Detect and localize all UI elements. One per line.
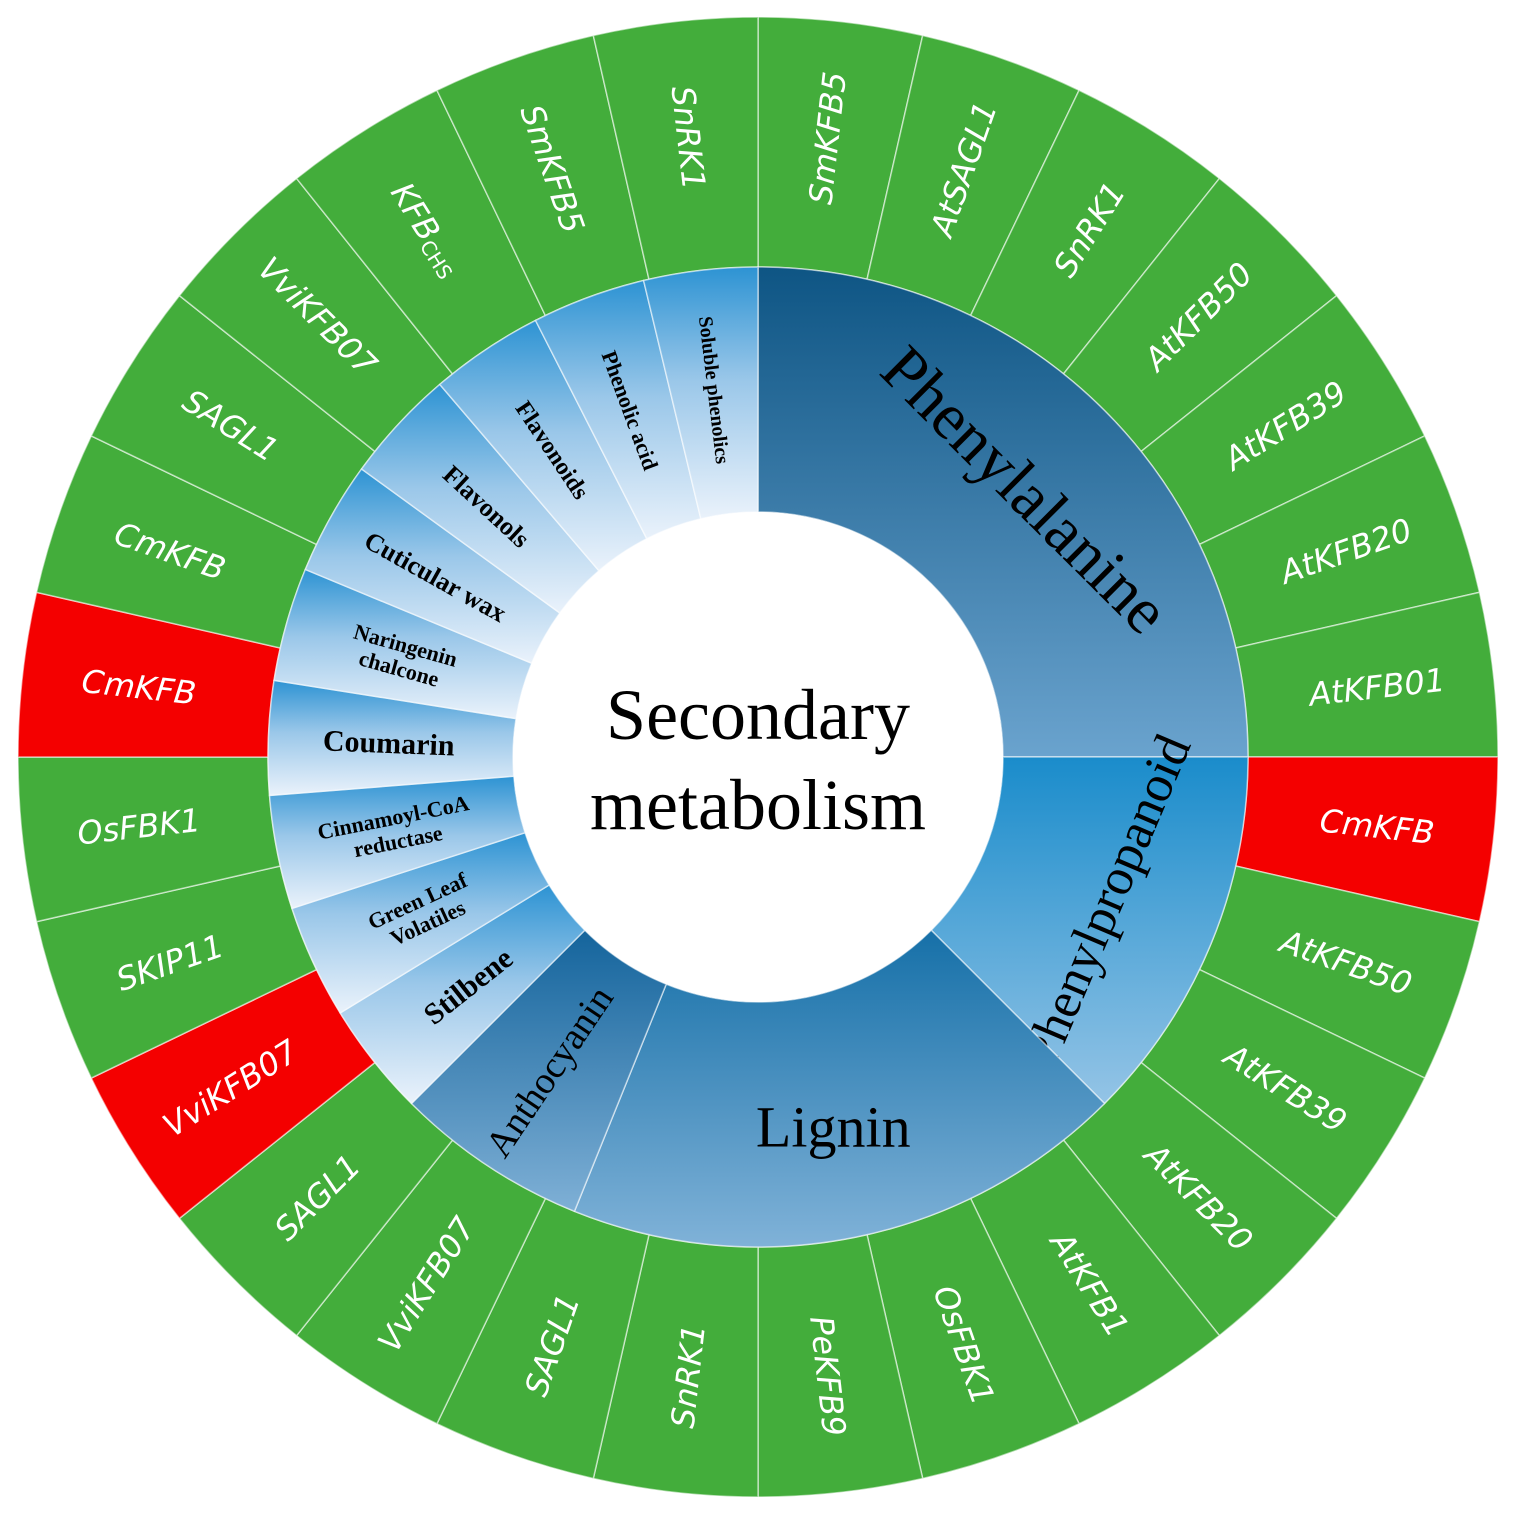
center: Secondary metabolism [513, 512, 1003, 1002]
center-title-line1: Secondary [606, 675, 910, 755]
sub-category-sector [642, 266, 759, 520]
center-title-line2: metabolism [590, 765, 926, 845]
center-disc [513, 512, 1003, 1002]
major-category-label: Lignin [756, 1094, 911, 1159]
sub-category-line: Coumarin [322, 724, 455, 762]
category-ring: PhenylalaninePhenylpropanoidLigninAnthoc… [267, 266, 1249, 1248]
sub-category-label: Coumarin [322, 724, 455, 762]
major-category-sector [757, 266, 1249, 758]
